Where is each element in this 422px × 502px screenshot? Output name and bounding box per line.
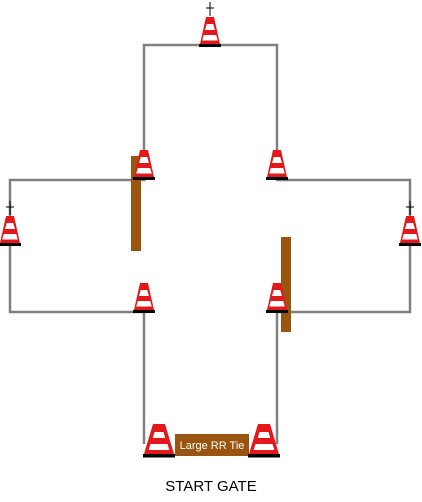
rr-tie-right — [281, 237, 291, 332]
traffic-cone-icon — [133, 283, 155, 313]
crosshair-icon — [205, 1, 215, 17]
traffic-cone-icon — [0, 216, 21, 246]
traffic-cone-icon — [143, 424, 175, 458]
traffic-cone-icon — [248, 424, 280, 458]
rr-tie-start — [175, 434, 249, 456]
traffic-cone-icon — [199, 17, 221, 47]
course-path — [8, 43, 412, 444]
crosshair-icon — [405, 200, 415, 216]
start-gate-label: START GATE — [165, 478, 257, 495]
traffic-cone-icon — [399, 216, 421, 246]
rr-tie-label: Large RR Tie — [180, 440, 245, 452]
crosshair-icon — [5, 200, 15, 216]
traffic-cone-icon — [266, 150, 288, 180]
rr-tie-left — [131, 156, 141, 251]
